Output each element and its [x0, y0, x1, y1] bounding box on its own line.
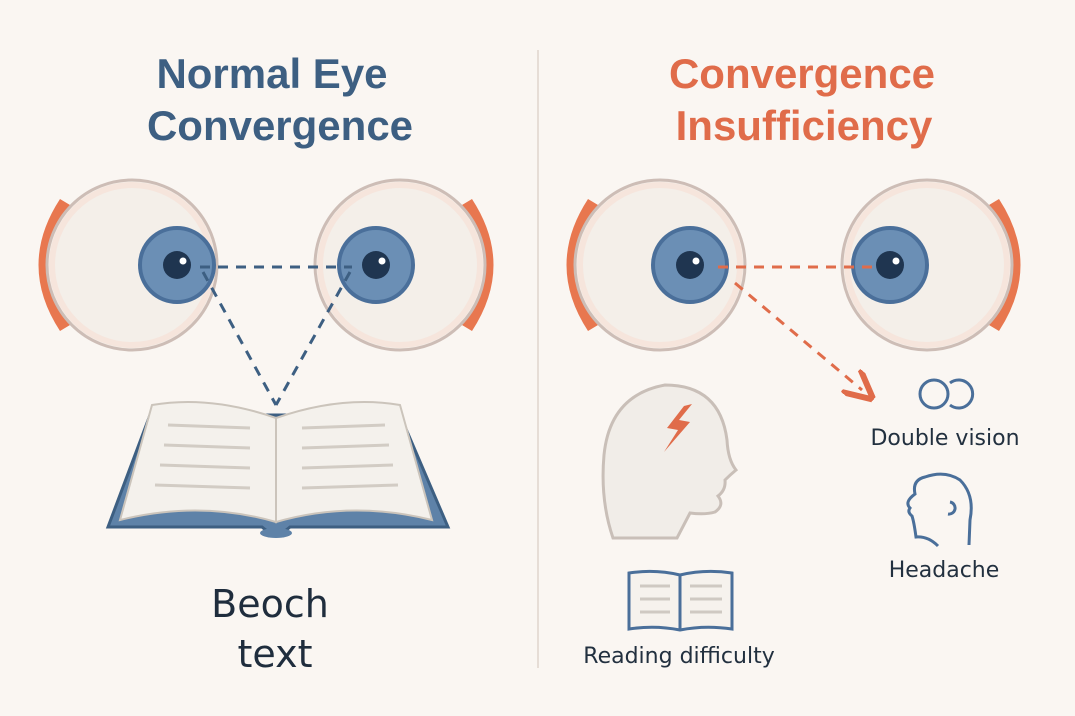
lightning-icon — [664, 404, 692, 452]
left-eye-icon — [37, 180, 218, 350]
ci-left-eye-icon — [565, 180, 746, 350]
head-profile-icon — [906, 472, 973, 548]
misaligned-gaze-lines — [718, 265, 875, 390]
left-panel: Normal Eye Convergence — [37, 50, 495, 676]
headache-head-icon — [601, 383, 739, 540]
symptom-label-reading-difficulty: Reading difficulty — [583, 644, 774, 669]
open-book-icon — [627, 569, 734, 632]
symptom-label-headache: Headache — [889, 558, 1000, 583]
double-circle-icon — [918, 378, 975, 410]
right-title-line2: Insufficiency — [676, 102, 933, 149]
left-title-line2: Convergence — [147, 102, 413, 149]
left-title-line1: Normal Eye — [156, 50, 387, 97]
right-panel: Convergence Insufficiency Double vision — [565, 50, 1022, 669]
right-eye-icon — [315, 180, 495, 350]
caption-line1: Beoch — [211, 582, 329, 626]
gaze-lines — [200, 265, 352, 406]
caption-line2: text — [238, 632, 313, 676]
symptom-label-double-vision: Double vision — [870, 426, 1019, 451]
right-title-line1: Convergence — [669, 50, 935, 97]
ci-right-eye-icon — [842, 180, 1022, 350]
open-book-illustration — [105, 401, 451, 538]
